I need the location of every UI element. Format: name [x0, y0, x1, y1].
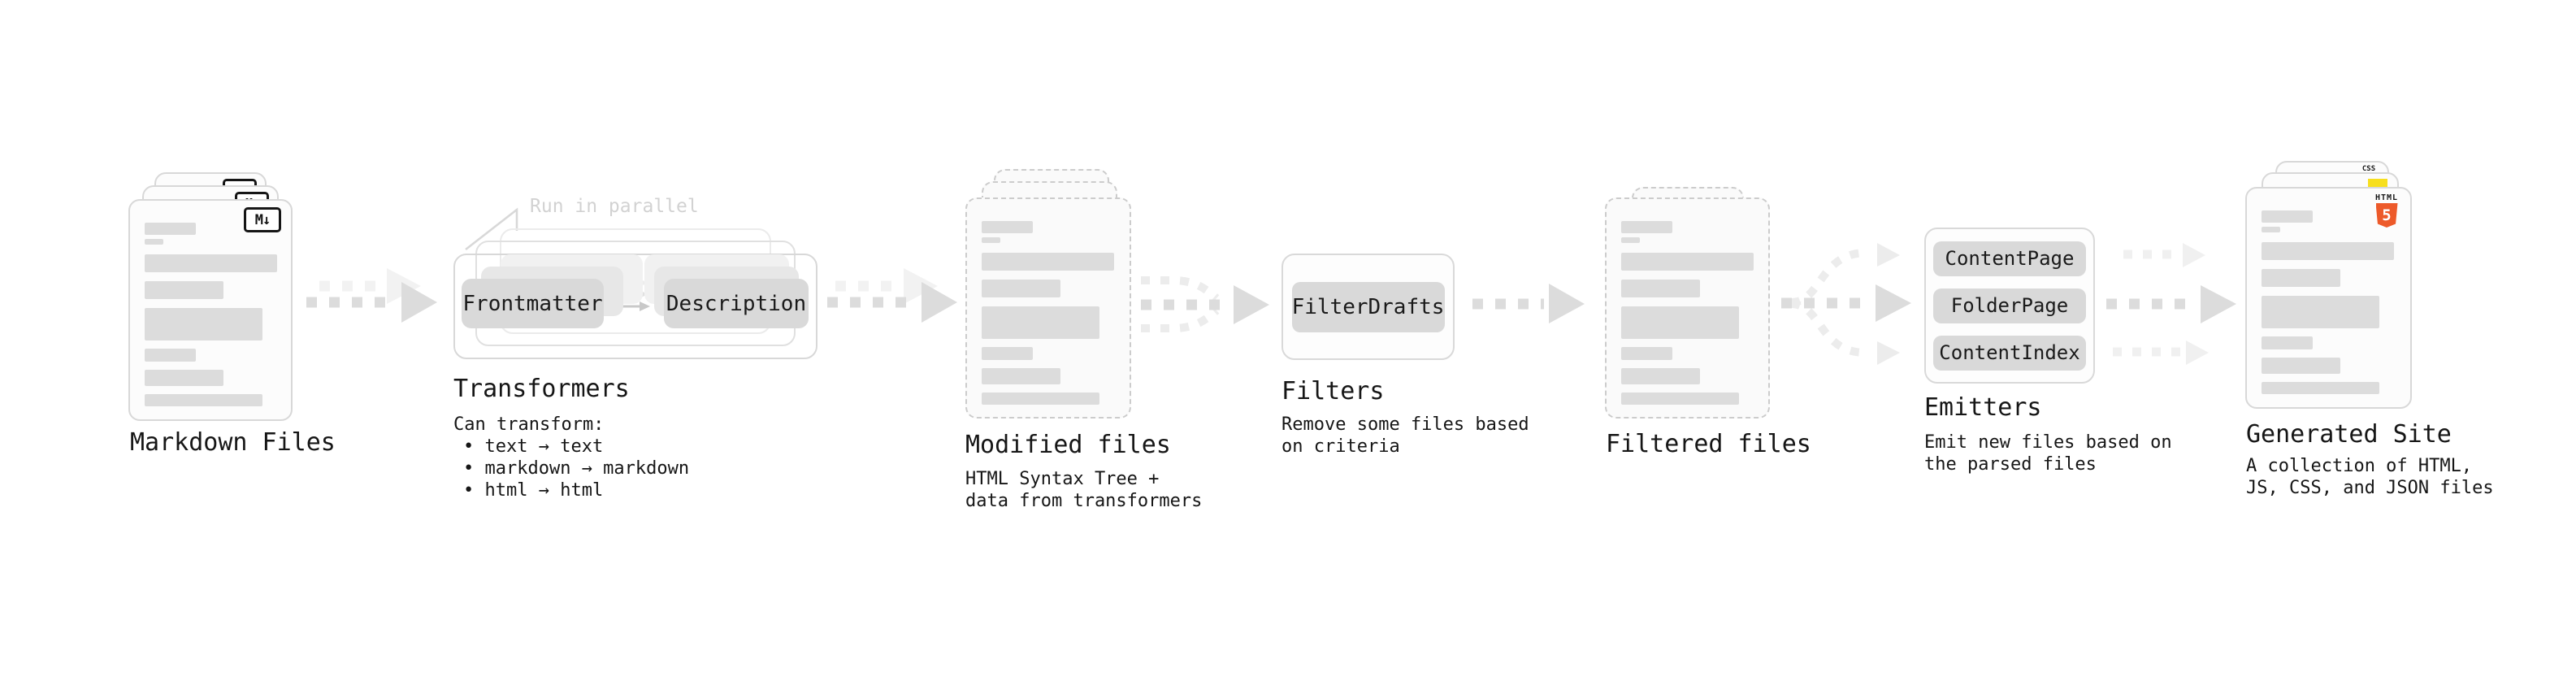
placeholder-bar: [145, 254, 277, 272]
file-content-placeholder: [2262, 210, 2394, 394]
html5-icon: HTML 5: [2373, 193, 2400, 228]
emitters-description: Emit new files based on the parsed files: [1924, 432, 2172, 475]
description-line: Emit new files based on: [1924, 432, 2172, 453]
arrow-modified-to-filters-fan-in: [1141, 276, 1269, 332]
file-content-placeholder: [982, 221, 1114, 405]
filtered-file-card-front: [1605, 197, 1770, 419]
transformers-description: Can transform: • text → text • markdown …: [453, 414, 689, 501]
filtered-files-title: Filtered files: [1606, 430, 1811, 458]
emitters-title: Emitters: [1924, 393, 2042, 422]
placeholder-bar: [145, 394, 262, 406]
html5-icon-label: HTML: [2374, 193, 2399, 202]
description-line: • text → text: [463, 436, 604, 457]
arrow-markdown-to-transformers: [306, 268, 437, 323]
description-line: • html → html: [463, 480, 604, 501]
placeholder-bar: [2262, 296, 2379, 328]
placeholder-bar: [982, 221, 1033, 233]
placeholder-bar: [1621, 221, 1672, 233]
modified-file-card-front: [965, 197, 1131, 419]
filters-description: Remove some files based on criteria: [1281, 414, 1529, 458]
transformer-node-frontmatter: Frontmatter: [462, 279, 604, 328]
file-content-placeholder: [1621, 221, 1754, 405]
arrow-filters-to-filtered: [1472, 284, 1585, 323]
filtered-files-stack: [1605, 187, 1770, 419]
arrow-filtered-to-emitters-fan-out: [1781, 243, 1911, 365]
description-line: A collection of HTML,: [2246, 456, 2473, 476]
description-line: Can transform:: [453, 414, 605, 435]
description-line: on criteria: [1281, 436, 1400, 457]
placeholder-bar: [145, 370, 223, 386]
description-line: data from transformers: [965, 491, 1203, 511]
filter-node-filterdrafts: FilterDrafts: [1291, 281, 1445, 332]
placeholder-bar: [2262, 210, 2313, 223]
filters-box: FilterDrafts: [1281, 254, 1455, 360]
placeholder-bar: [982, 253, 1114, 271]
placeholder-bar: [2262, 227, 2280, 232]
placeholder-bar: [145, 239, 163, 245]
emitter-node-contentindex: ContentIndex: [1933, 335, 2086, 371]
placeholder-bar: [982, 347, 1033, 360]
generated-site-stack: CSS HTML 5: [2245, 161, 2412, 409]
placeholder-bar: [1621, 237, 1640, 243]
emitters-box: ContentPage FolderPage ContentIndex: [1924, 228, 2095, 384]
css-icon-label: CSS: [2361, 165, 2376, 173]
placeholder-bar: [2262, 269, 2340, 287]
placeholder-bar: [1621, 368, 1700, 384]
placeholder-bar: [145, 349, 196, 362]
html5-icon-number: 5: [2382, 206, 2392, 224]
placeholder-bar: [982, 393, 1099, 405]
modified-files-stack: [965, 169, 1131, 419]
placeholder-bar: [982, 280, 1060, 297]
emitter-node-folderpage: FolderPage: [1933, 288, 2086, 323]
markdown-files-stack: M↓ M↓ M↓: [128, 172, 293, 421]
placeholder-bar: [982, 306, 1099, 339]
placeholder-bar: [1621, 280, 1700, 297]
placeholder-bar: [982, 368, 1060, 384]
modified-files-title: Modified files: [965, 431, 1171, 459]
html5-icon-shield: 5: [2375, 203, 2398, 228]
arrow-emitters-to-generated: [2106, 243, 2236, 365]
generated-site-description: A collection of HTML, JS, CSS, and JSON …: [2246, 455, 2494, 499]
description-line: JS, CSS, and JSON files: [2246, 478, 2494, 498]
modified-files-description: HTML Syntax Tree + data from transformer…: [965, 468, 1202, 512]
description-line: • markdown → markdown: [463, 458, 690, 479]
markdown-file-card-front: M↓: [128, 199, 293, 421]
emitter-node-contentpage: ContentPage: [1933, 241, 2086, 276]
transformer-node-description: Description: [664, 279, 809, 328]
markdown-icon: M↓: [244, 207, 281, 232]
placeholder-bar: [2262, 382, 2379, 394]
placeholder-bar: [2262, 358, 2340, 374]
transformers-group: Frontmatter Description: [453, 228, 817, 360]
placeholder-bar: [982, 237, 1000, 243]
placeholder-bar: [2262, 336, 2313, 349]
file-content-placeholder: [145, 223, 277, 406]
placeholder-bar: [1621, 306, 1739, 339]
arrow-transformers-to-modified: [827, 268, 957, 323]
generated-site-title: Generated Site: [2246, 420, 2452, 449]
placeholder-bar: [1621, 393, 1739, 405]
filters-title: Filters: [1281, 377, 1385, 406]
placeholder-bar: [1621, 347, 1672, 360]
placeholder-bar: [145, 223, 196, 235]
description-line: Remove some files based: [1281, 414, 1529, 435]
markdown-files-title: Markdown Files: [130, 428, 336, 457]
generated-html-card: HTML 5: [2245, 187, 2412, 409]
transformers-title: Transformers: [453, 375, 630, 403]
placeholder-bar: [145, 281, 223, 299]
description-line: the parsed files: [1924, 454, 2097, 475]
placeholder-bar: [2262, 242, 2394, 260]
placeholder-bar: [145, 308, 262, 340]
description-line: HTML Syntax Tree +: [965, 469, 1160, 489]
placeholder-bar: [1621, 253, 1754, 271]
run-in-parallel-label: Run in parallel: [530, 196, 699, 217]
